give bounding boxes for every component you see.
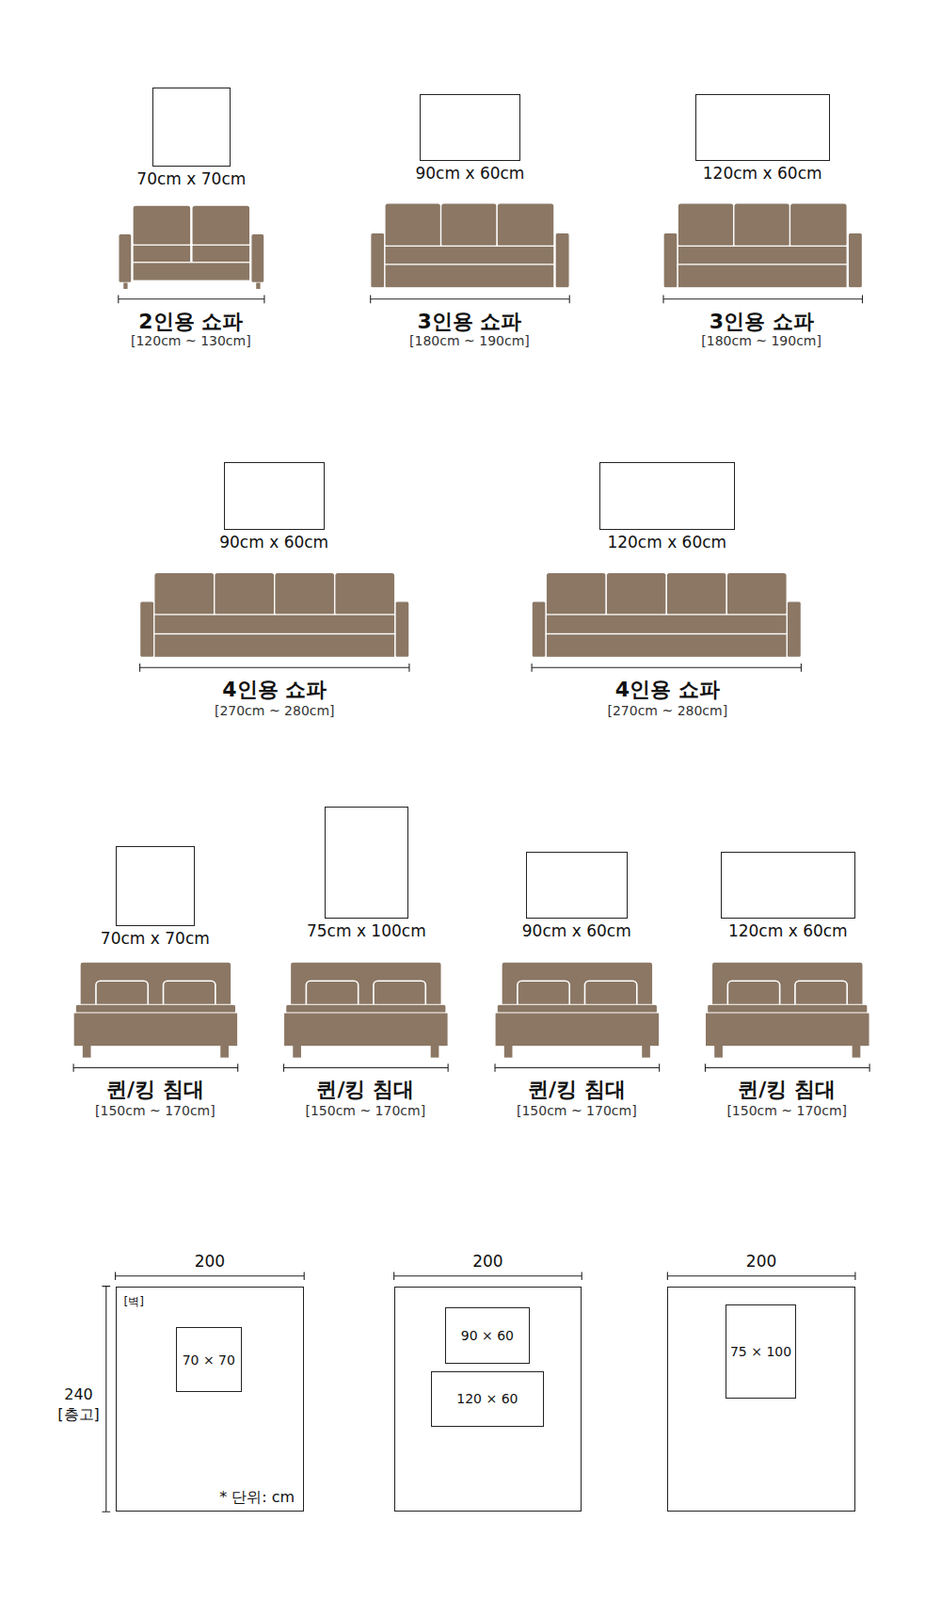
furniture-name: 2인용 쇼파: [138, 309, 243, 334]
width-range: [150cm ~ 170cm]: [304, 1102, 426, 1118]
frame-box: 70cm x 70cm: [115, 845, 196, 926]
frame-size-label: 75cm x 100cm: [306, 922, 427, 941]
frame-box: 70cm x 70cm: [152, 87, 232, 167]
frame-size-label: 120 × 60: [456, 1390, 518, 1406]
frame-size-label: 70cm x 70cm: [100, 929, 210, 949]
note-label: [벽]: [124, 1295, 144, 1309]
frame-size-label: 120cm x 60cm: [606, 533, 727, 553]
frame-box: 70 × 70: [175, 1326, 242, 1392]
frame-box: 120cm x 60cm: [720, 851, 856, 920]
furniture-name: 3인용 쇼파: [709, 309, 814, 334]
frame-box: 120cm x 60cm: [599, 462, 735, 530]
wall-outline: 20090 × 60120 × 60: [394, 1286, 583, 1513]
wall-outline: 200[벽]* 단위: cm70 × 70: [115, 1286, 305, 1513]
frame-size-label: 70 × 70: [182, 1352, 236, 1368]
frame-box: 75 × 100: [725, 1304, 797, 1399]
frame-box: 75cm x 100cm: [324, 806, 409, 919]
frame-box: 90 × 60: [445, 1307, 530, 1364]
furniture-name: 퀸/킹 침대: [106, 1078, 205, 1102]
width-range: [270cm ~ 280cm]: [214, 702, 335, 718]
dimension-label: 240: [63, 1385, 94, 1403]
frame-size-label: 120cm x 60cm: [728, 922, 848, 941]
frame-size-label: 90cm x 60cm: [219, 533, 329, 553]
frame-box: 90cm x 60cm: [526, 851, 628, 920]
furniture-name: 3인용 쇼파: [416, 309, 522, 334]
width-range: [150cm ~ 170cm]: [726, 1102, 847, 1118]
width-range: [150cm ~ 170cm]: [95, 1102, 216, 1118]
frame-box: 90cm x 60cm: [223, 462, 325, 530]
frame-size-label: 90cm x 60cm: [414, 164, 525, 184]
furniture-name: 퀸/킹 침대: [737, 1078, 836, 1102]
width-range: [180cm ~ 190cm]: [409, 333, 530, 349]
furniture-name: 4인용 쇼파: [615, 678, 720, 702]
note-label: * 단위: cm: [219, 1488, 295, 1506]
dimension-label: 200: [472, 1252, 503, 1272]
frame-size-label: 75 × 100: [730, 1343, 792, 1359]
wall-outline: 20075 × 100: [667, 1286, 856, 1513]
furniture-name: 퀸/킹 침대: [316, 1078, 415, 1102]
furniture-name: 퀸/킹 침대: [527, 1078, 626, 1102]
width-range: [270cm ~ 280cm]: [606, 702, 728, 718]
frame-box: 120cm x 60cm: [695, 94, 830, 162]
dimension-label: 200: [746, 1252, 777, 1272]
dimension-label: 200: [194, 1252, 225, 1272]
frame-size-label: 90cm x 60cm: [522, 922, 632, 941]
frame-size-label: 90 × 60: [461, 1327, 514, 1343]
width-range: [180cm ~ 190cm]: [701, 333, 822, 349]
frame-box: 90cm x 60cm: [419, 94, 521, 162]
furniture-name: 4인용 쇼파: [222, 678, 327, 702]
dimension-label: [층고]: [57, 1405, 99, 1423]
width-range: [120cm ~ 130cm]: [130, 333, 252, 349]
width-range: [150cm ~ 170cm]: [516, 1102, 638, 1118]
frame-size-label: 120cm x 60cm: [702, 164, 823, 184]
frame-box: 120 × 60: [430, 1371, 544, 1428]
frame-size-label: 70cm x 70cm: [136, 170, 246, 190]
